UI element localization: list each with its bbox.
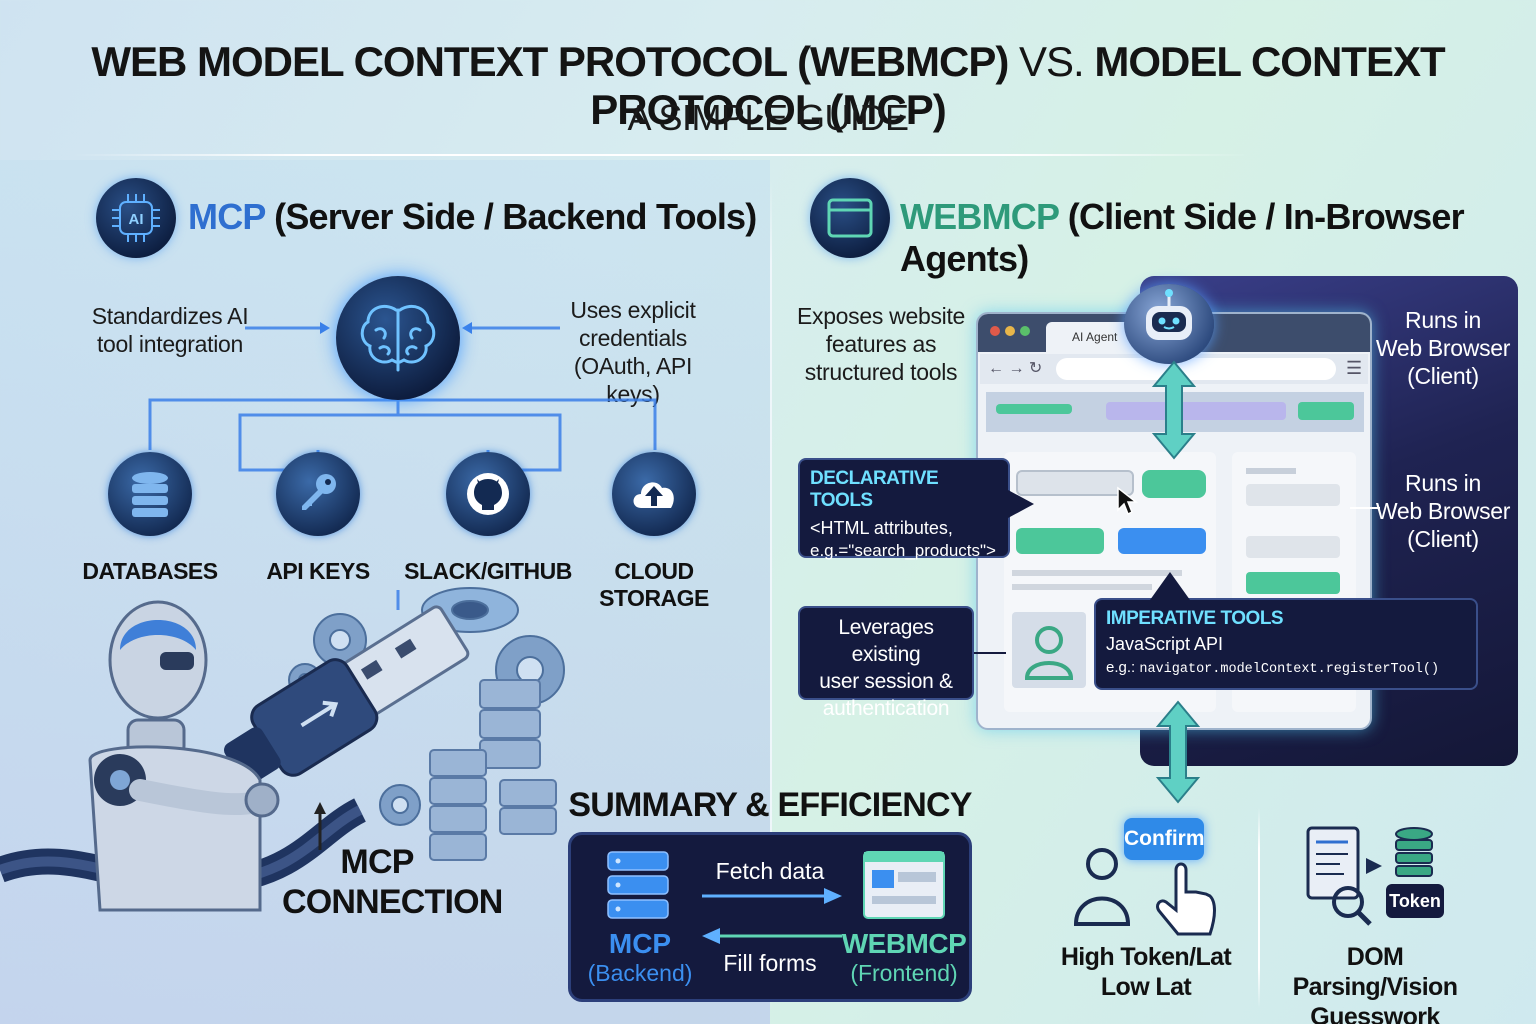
search-input[interactable] bbox=[1016, 470, 1134, 496]
window-minimize-dot[interactable] bbox=[1005, 326, 1015, 336]
summary-left-sub: (Backend) bbox=[587, 960, 693, 986]
bottom-divider bbox=[1258, 808, 1260, 1008]
filter-button[interactable] bbox=[1016, 528, 1104, 554]
sidebar-field[interactable] bbox=[1246, 484, 1340, 506]
title-divider bbox=[72, 154, 1252, 156]
imperative-tools-line1: JavaScript API bbox=[1106, 634, 1224, 654]
imperative-tools-title: IMPERATIVE TOOLS bbox=[1106, 608, 1284, 629]
github-icon bbox=[446, 452, 530, 536]
page-nav-links bbox=[1106, 402, 1286, 420]
window-close-dot[interactable] bbox=[990, 326, 1000, 336]
sidebar-button[interactable] bbox=[1246, 572, 1340, 594]
node-label-databases: DATABASES bbox=[82, 558, 218, 584]
fill-forms-arrow bbox=[702, 928, 842, 944]
fetch-data-label: Fetch data bbox=[715, 858, 825, 884]
ai-agent-robot-icon bbox=[1124, 284, 1214, 364]
text-line bbox=[1012, 570, 1182, 576]
summary-right-sub: (Frontend) bbox=[850, 960, 958, 986]
imperative-tools-box: IMPERATIVE TOOLS JavaScript API e.g.: na… bbox=[1094, 598, 1478, 690]
page-nav-button[interactable] bbox=[1298, 402, 1354, 420]
user-avatar-card bbox=[1012, 612, 1086, 688]
server-stack-icon bbox=[607, 851, 669, 919]
leverages-connector bbox=[974, 652, 1006, 654]
declarative-pointer bbox=[1008, 490, 1034, 518]
browser-result-arrow bbox=[1155, 700, 1201, 804]
browser-window-icon bbox=[810, 178, 890, 258]
search-button[interactable] bbox=[1142, 470, 1206, 498]
key-icon bbox=[276, 452, 360, 536]
robot-usb-illustration bbox=[0, 587, 565, 912]
summary-title: SUMMARY & EFFICIENCY bbox=[568, 786, 972, 824]
database-icon bbox=[108, 452, 192, 536]
panel-divider bbox=[770, 180, 772, 1010]
declarative-tools-title: DECLARATIVE TOOLS bbox=[810, 468, 939, 511]
fill-forms-label: Fill forms bbox=[723, 950, 817, 976]
page-subtitle: A SIMPLE GUIDE bbox=[627, 97, 909, 138]
mcp-connection-label: MCP CONNECTION bbox=[282, 843, 503, 921]
page-logo-bar bbox=[996, 404, 1072, 414]
sidebar-field[interactable] bbox=[1246, 536, 1340, 558]
sidebar-line bbox=[1246, 468, 1296, 474]
mcp-heading: MCP (Server Side / Backend Tools) bbox=[188, 196, 757, 237]
fetch-data-arrow bbox=[702, 888, 842, 904]
mouse-cursor-icon bbox=[1117, 486, 1139, 516]
dom-parsing-icon bbox=[1306, 826, 1433, 926]
submit-button[interactable] bbox=[1118, 528, 1206, 554]
imperative-tools-line2: e.g.: navigator.modelContext.registerToo… bbox=[1106, 659, 1440, 677]
nav-back-forward-reload-icon[interactable]: ← → ↻ bbox=[988, 360, 1043, 377]
node-label-slack-github: SLACK/GITHUB bbox=[404, 558, 572, 584]
svg-text:AI: AI bbox=[129, 211, 144, 228]
summary-left-name: MCP bbox=[608, 928, 672, 959]
token-badge: Token bbox=[1386, 884, 1444, 918]
text-line bbox=[1012, 584, 1152, 590]
address-bar[interactable] bbox=[1056, 358, 1336, 380]
window-maximize-dot[interactable] bbox=[1020, 326, 1030, 336]
page-title: WEB MODEL CONTEXT PROTOCOL (WEBMCP) VS. … bbox=[91, 38, 1445, 133]
runs-note-connector bbox=[1350, 507, 1380, 509]
confirm-button[interactable]: Confirm bbox=[1124, 818, 1205, 860]
cloud-upload-icon bbox=[612, 452, 696, 536]
node-label-cloud-storage: CLOUD STORAGE bbox=[599, 558, 709, 611]
ai-chip-icon: AI bbox=[96, 178, 176, 258]
node-label-api-keys: API KEYS bbox=[266, 558, 370, 584]
declarative-tools-line1: <HTML attributes, bbox=[810, 518, 953, 538]
user-click-icon bbox=[1073, 848, 1216, 936]
summary-right-name: WEBMCP bbox=[841, 928, 967, 959]
webmcp-heading: WEBMCP (Client Side / In-Browser Agents) bbox=[900, 196, 1465, 279]
declarative-tools-line2: e.g.="search_products"> bbox=[810, 541, 996, 560]
declarative-tools-box: DECLARATIVE TOOLS <HTML attributes, e.g.… bbox=[798, 458, 1010, 560]
brain-icon bbox=[336, 276, 460, 400]
web-page-icon bbox=[863, 851, 945, 919]
imperative-pointer bbox=[1150, 572, 1190, 600]
menu-icon[interactable]: ☰ bbox=[1346, 358, 1363, 378]
agent-browser-arrow bbox=[1151, 360, 1197, 460]
